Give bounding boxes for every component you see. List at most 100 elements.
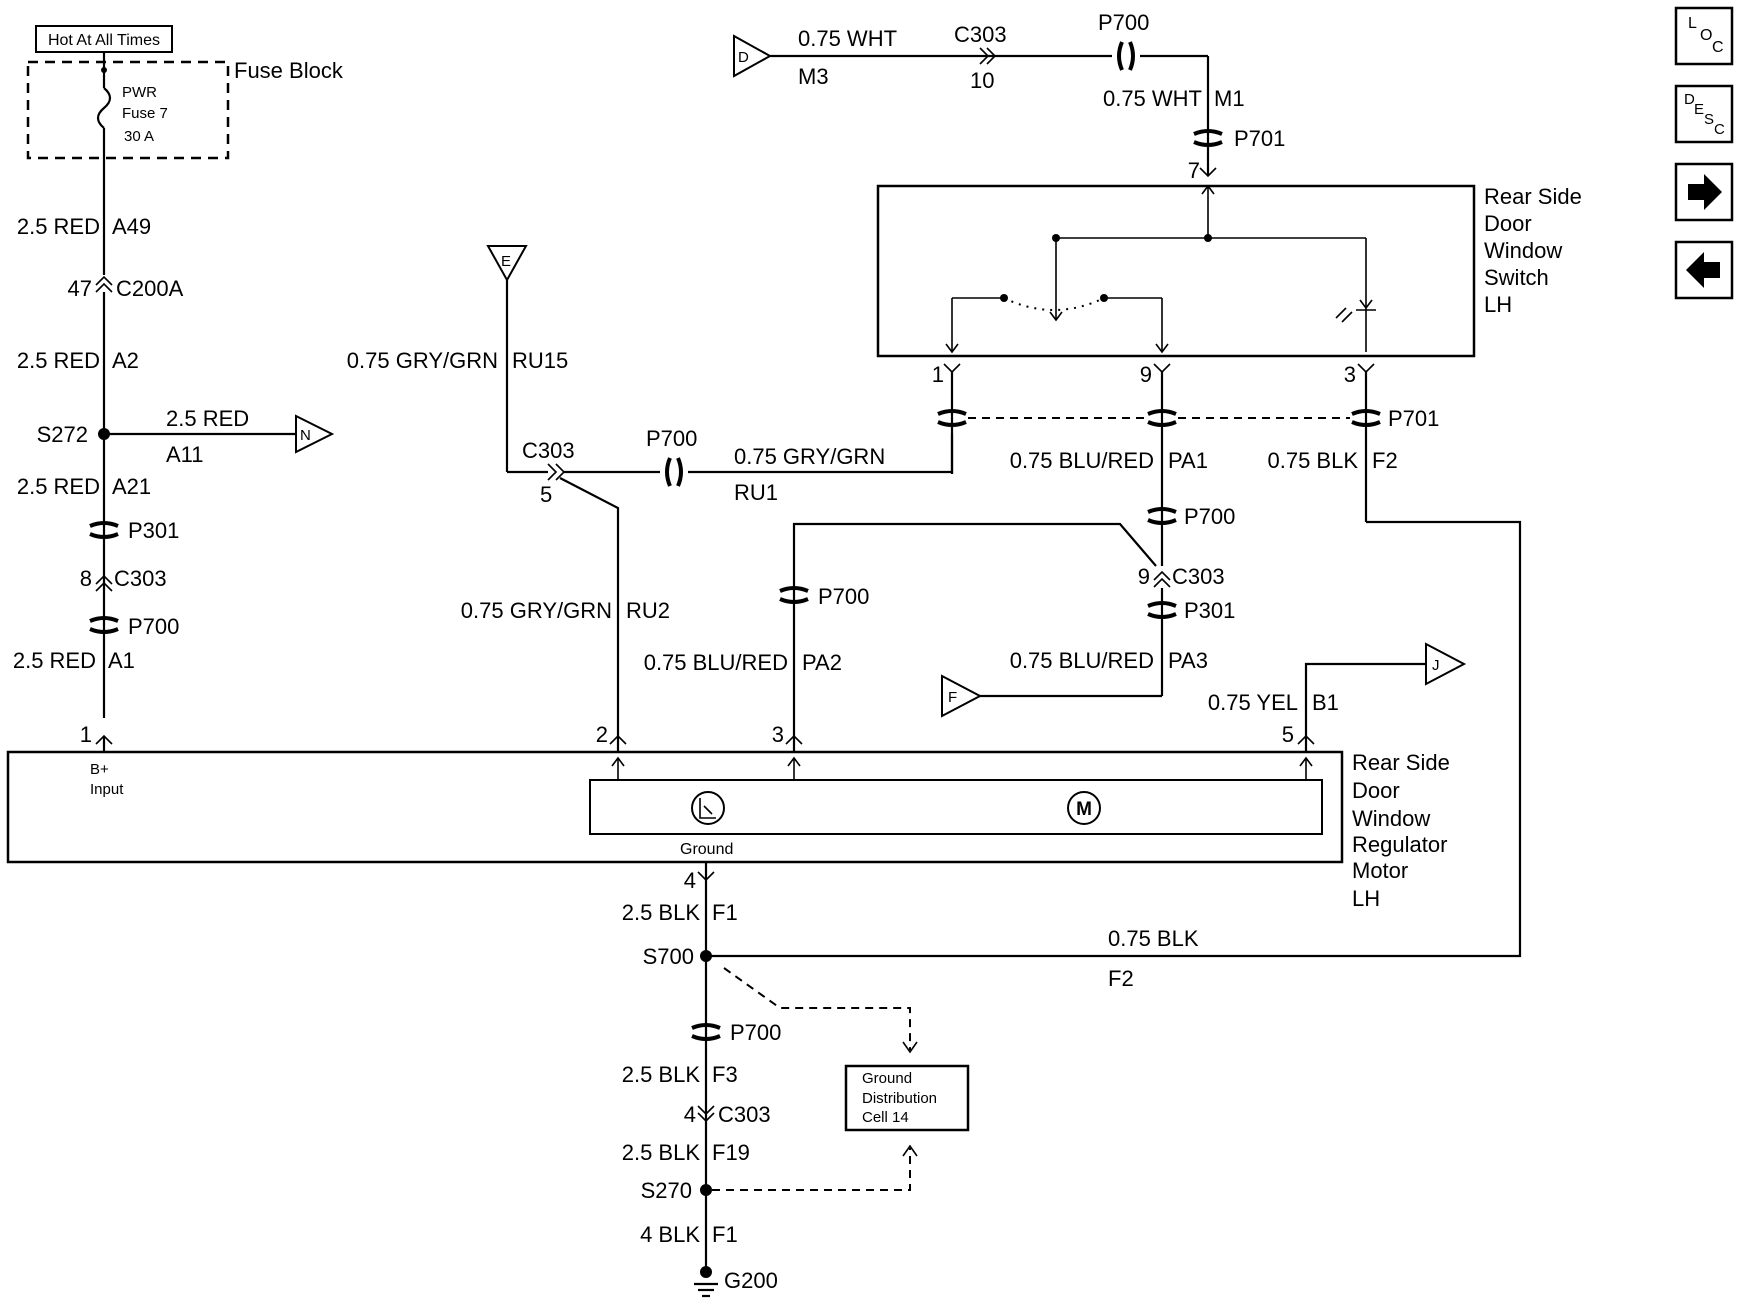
c303-top-connector-icon [979,47,997,65]
prev-button[interactable] [1674,240,1734,300]
ground-symbol-icon [694,1266,718,1298]
g200-label: G200 [724,1268,778,1293]
ref-f-arrow: F [941,674,983,718]
wire-color-f19: 2.5 BLK [622,1140,701,1165]
wire-color-m3: 0.75 WHT [798,26,897,51]
circuit-ru15: RU15 [512,348,568,373]
c303-top-label: C303 [954,22,1007,47]
wire-color-pa2: 0.75 BLU/RED [644,650,788,675]
motor-pin-3: 3 [772,722,784,747]
svg-text:E: E [501,253,511,270]
s270-label: S270 [641,1178,692,1203]
fuse-block-label: Fuse Block [234,58,344,83]
ref-j-arrow: J [1425,642,1467,686]
c303-pa-label: C303 [1172,564,1225,589]
ground-device-icon [691,791,725,825]
p700-top-connector-icon [1117,40,1135,72]
p301-label: P301 [128,518,179,543]
c303-mid-label: C303 [522,438,575,463]
p700-top-label: P700 [1098,10,1149,35]
fuse-block: Fuse Block PWR Fuse 7 30 A [26,58,344,160]
c303-bot-connector-icon [697,1105,715,1123]
hot-label: Hot At All Times [48,32,160,49]
circuit-a1: A1 [108,648,135,673]
wire-color-pa1: 0.75 BLU/RED [1010,448,1154,473]
wire-color-f3: 2.5 BLK [622,1062,701,1087]
fuse-pwr: PWR [122,84,157,101]
loc-button[interactable]: L O C [1674,6,1734,66]
p701-top-label: P701 [1234,126,1285,151]
c303-pa-pin: 9 [1138,564,1150,589]
ref-n-arrow: N [295,414,335,454]
b-plus-label: B+ [90,761,109,778]
c200a-connector-icon [95,275,113,293]
svg-text:S: S [1704,111,1714,128]
arrow-right-icon [1688,174,1722,210]
circuit-pa2: PA2 [802,650,842,675]
fuse-symbol [96,87,112,129]
circuit-f1: F1 [712,900,738,925]
c303-pa-connector-icon [1153,570,1171,588]
svg-text:C: C [1714,121,1725,138]
svg-text:M: M [1076,799,1092,820]
circuit-f19: F19 [712,1140,750,1165]
switch-pin-1: 1 [932,362,944,387]
motor-pin-2: 2 [596,722,608,747]
fuse-rating: 30 A [124,128,154,145]
c303-label: C303 [114,566,167,591]
motor-icon [1067,791,1101,825]
wire-color-a1: 2.5 RED [13,648,96,673]
switch-pin-3: 3 [1344,362,1356,387]
circuit-ru1: RU1 [734,480,778,505]
ground-distribution-box: Ground Distribution Cell 14 [844,1064,970,1132]
wire-color-ru2: 0.75 GRY/GRN [461,598,612,623]
svg-text:J: J [1432,657,1440,674]
p700-mid-connector-icon [665,456,683,488]
svg-text:E: E [1694,101,1704,118]
motor-title: Rear Side Door Window Regulator Motor LH [1352,750,1456,911]
next-button[interactable] [1674,162,1734,222]
window-regulator-motor: M [6,750,1344,864]
c303-bot-label: C303 [718,1102,771,1127]
p700-mid-label: P700 [646,426,697,451]
fuse-name: Fuse 7 [122,105,168,122]
p700-label: P700 [128,614,179,639]
svg-text:N: N [300,427,311,444]
c303-pin: 8 [80,566,92,591]
circuit-f1b: F1 [712,1222,738,1247]
wire-color-b1: 0.75 YEL [1208,690,1298,715]
wire-color-f2: 0.75 BLK [1108,926,1199,951]
p700-pa1-label: P700 [1184,504,1235,529]
svg-text:Ground: Ground [862,1070,912,1087]
wire-color-a49: 2.5 RED [17,214,100,239]
wire-color-m1: 0.75 WHT [1103,86,1202,111]
motor-ground-label: Ground [680,841,733,858]
s700-splice [700,950,712,962]
wire-color-f1: 2.5 BLK [622,900,701,925]
circuit-f2: F2 [1108,966,1134,991]
wire-color-ru15: 0.75 GRY/GRN [347,348,498,373]
circuit-ru2: RU2 [626,598,670,623]
svg-text:Cell 14: Cell 14 [862,1109,909,1126]
p700-bot-label: P700 [730,1020,781,1045]
desc-button[interactable]: D E S C [1674,84,1734,144]
svg-text:D: D [1684,91,1695,108]
circuit-a49: A49 [112,214,151,239]
hot-at-all-times-box: Hot At All Times [35,25,173,53]
p700-pa2-label: P700 [818,584,869,609]
p301-pa-label: P301 [1184,598,1235,623]
s270-splice [700,1184,712,1196]
p701-pin: 7 [1188,158,1200,183]
window-switch [876,184,1476,358]
p701-right-label: P701 [1388,406,1439,431]
s272-label: S272 [37,422,88,447]
ref-d-arrow: D [733,34,773,78]
wire-color-a21: 2.5 RED [17,474,100,499]
c200a-pin: 47 [68,276,92,301]
c303-top-pin: 10 [970,68,994,93]
switch-title: Rear Side Door Window Switch LH [1484,184,1588,317]
switch-pin-9: 9 [1140,362,1152,387]
c303-connector-icon [95,574,113,592]
svg-text:C: C [1712,39,1724,56]
